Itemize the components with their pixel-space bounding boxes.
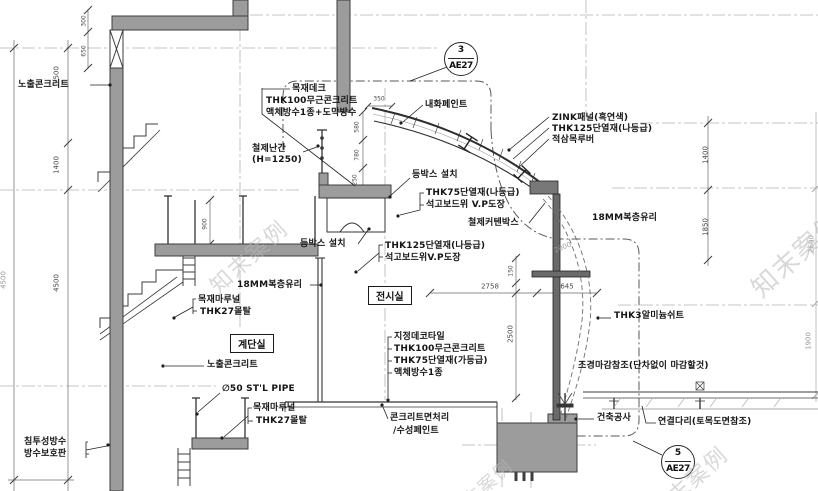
dim-1400-left: 1400 bbox=[52, 156, 61, 174]
label-penetrating-wp: 침투성방수 bbox=[24, 437, 67, 447]
label-liquid-wp-1: 액체방수1종 bbox=[394, 368, 443, 378]
label-thk75-insulation-ga: THK75단열재(가등급) bbox=[394, 356, 488, 366]
room-label-stair: 계단실 bbox=[230, 334, 274, 353]
label-exposed-concrete-2: 노출콘크리트 bbox=[207, 360, 258, 370]
label-cedar-louver: 적삼목루버 bbox=[552, 135, 595, 145]
dim-645: 645 bbox=[560, 282, 574, 291]
label-thk100-concrete-top: THK100무근콘크리트 bbox=[266, 96, 358, 106]
deck-lightbox bbox=[326, 197, 386, 233]
label-thk125-insulation-right: THK125단열재(나등급) bbox=[552, 124, 653, 134]
label-landscape-note: 조경마감참조(단차없이 마감할것) bbox=[578, 361, 709, 371]
label-thk27-mortar-1: THK27몰탈 bbox=[200, 307, 252, 317]
label-wood-floor-board-2: 목재마루널 bbox=[253, 403, 296, 413]
label-bridge-note: 연결다리(토목도면참조) bbox=[658, 417, 752, 427]
callout-5-sheet: AE27 bbox=[666, 464, 690, 474]
room-label-exhibit: 전시실 bbox=[368, 286, 412, 305]
label-building-work: 건축공사 bbox=[597, 413, 631, 423]
dim-2600-far-right: 2600 bbox=[807, 235, 816, 253]
label-steel-rail: 철제난간 bbox=[252, 144, 286, 154]
dim-150: 150 bbox=[507, 265, 515, 277]
dim-4500-left: 4500 bbox=[52, 274, 61, 292]
dim-900: 900 bbox=[201, 218, 209, 230]
dimension-ticks bbox=[9, 5, 818, 485]
label-glass-18mm-right: 18MM복층유리 bbox=[592, 213, 658, 223]
label-gypsum-vp-1: 석고보드위 V.P도장 bbox=[426, 200, 506, 210]
leader-dots bbox=[106, 83, 600, 447]
concrete-elements bbox=[109, 0, 578, 491]
label-thk75-insulation-na: THK75단열재(나등급) bbox=[426, 188, 520, 198]
dim-2500-mid: 2500 bbox=[506, 325, 515, 343]
label-steel-pipe: ∅50 ST'L PIPE bbox=[222, 384, 295, 394]
callout-3-sheet: AE27 bbox=[449, 61, 473, 71]
bridge-ground bbox=[556, 381, 818, 421]
label-thk27-mortar-2: THK27몰탈 bbox=[256, 416, 308, 426]
label-zink-panel: ZINK패널(흑연색) bbox=[552, 113, 629, 123]
detail-callout-3[interactable]: 3 AE27 bbox=[444, 42, 478, 76]
railing-knobs bbox=[320, 136, 324, 160]
label-lightbox-right: 등박스 설치 bbox=[412, 170, 458, 180]
dim-1400-right: 1400 bbox=[701, 146, 710, 164]
foundation-piles bbox=[514, 472, 534, 481]
detail-callout-5[interactable]: 5 AE27 bbox=[661, 445, 695, 479]
dim-4500-far-left: 4500 bbox=[0, 271, 8, 289]
label-wood-floor-board-1: 목재마루널 bbox=[198, 295, 241, 305]
curtain-wall bbox=[529, 180, 592, 421]
dim-300: 300 bbox=[80, 15, 88, 27]
label-deco-tile: 지정데코타일 bbox=[394, 332, 445, 342]
leader-lines bbox=[85, 66, 663, 458]
partition-and-floor bbox=[284, 257, 498, 424]
railings bbox=[164, 129, 327, 438]
dim-1850-right: 1850 bbox=[701, 218, 710, 236]
dim-580: 580 bbox=[353, 121, 361, 133]
label-liquid-wp-coating: 액체방수1종+도막방수 bbox=[266, 108, 357, 118]
label-glass-18mm-left: 18MM복층유리 bbox=[237, 280, 303, 290]
label-steel-rail-height: (H=1250) bbox=[252, 155, 302, 165]
label-water-paint: /수성페인트 bbox=[393, 426, 439, 436]
wood-blocking bbox=[109, 29, 124, 69]
label-thk100-concrete-floor: THK100무근콘크리트 bbox=[394, 344, 486, 354]
label-fire-paint: 내화페인트 bbox=[425, 100, 468, 110]
callout-5-number: 5 bbox=[665, 446, 691, 462]
label-lightbox-left: 등박스 설치 bbox=[300, 239, 346, 249]
label-wood-deck: 목재데크 bbox=[292, 84, 326, 94]
dim-1900-far-right: 1900 bbox=[804, 332, 813, 350]
label-gypsum-vp-2: 석고보드위V.P도장 bbox=[385, 253, 461, 263]
dim-350: 350 bbox=[373, 95, 385, 103]
label-thk125-insulation-mid: THK125단열재(나등급) bbox=[385, 241, 486, 251]
label-steel-curtain-box: 철제커텐박스 bbox=[468, 218, 519, 228]
dim-2500-left: 2500 bbox=[52, 66, 61, 84]
callout-3-number: 3 bbox=[448, 43, 474, 59]
dimension-lines bbox=[8, 10, 817, 491]
label-thk3-alum-sheet: THK3알미늄쉬트 bbox=[614, 311, 685, 321]
dim-250: 250 bbox=[351, 174, 359, 186]
label-wp-protection-board: 방수보호판 bbox=[24, 449, 67, 459]
dim-780: 780 bbox=[353, 149, 361, 161]
roof-ibeams bbox=[457, 132, 531, 183]
dim-2758: 2758 bbox=[481, 282, 499, 291]
dim-650: 650 bbox=[80, 45, 88, 57]
label-exposed-concrete-1: 노출콘크리트 bbox=[18, 80, 69, 90]
label-concrete-surface: 콘크리트면처리 bbox=[390, 413, 450, 423]
